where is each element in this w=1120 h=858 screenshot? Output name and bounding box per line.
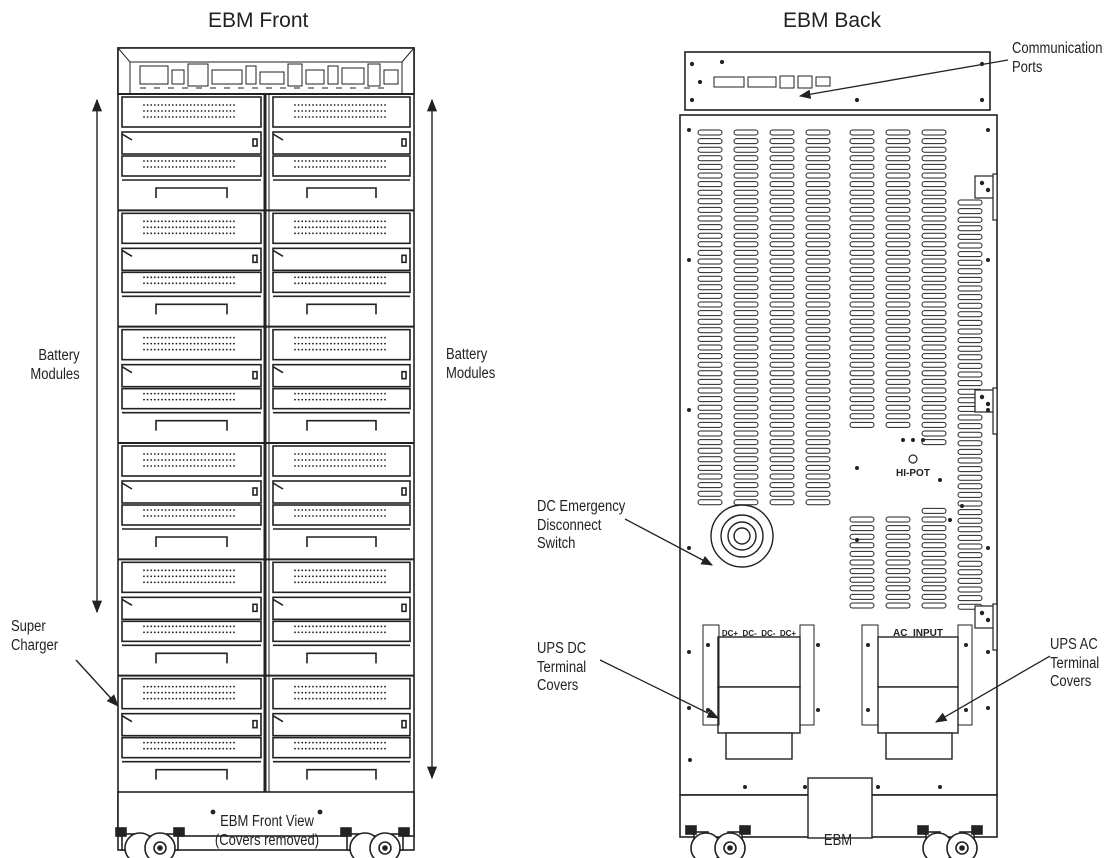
battery-module [272,677,411,780]
battery-module [121,677,262,780]
front-caption-line1: EBM Front View [220,813,314,830]
dc-emergency-switch [710,504,774,568]
battery-module-grid [118,93,414,780]
caster-wheel [685,825,751,858]
super-charger-arrow [75,659,119,707]
title-ebm-back: EBM Back [783,9,882,32]
front-controller-bay [117,47,415,95]
ups-ac-label: UPS AC Terminal Covers [1050,636,1099,692]
battery-modules-left-label: Battery Modules [31,347,80,384]
ups-ac-line1: UPS AC [1050,636,1098,653]
communication-ports-label: Communication Ports [1012,40,1102,77]
ups-dc-line1: UPS DC [537,640,587,657]
callout-arrows-back [599,59,1051,723]
controller-board [117,47,415,95]
hipot-indicator [908,454,918,464]
super-charger-label: Super Charger [11,618,58,655]
dc-emergency-label: DC Emergency Disconnect Switch [537,498,625,554]
front-caption-line2: (Covers removed) [214,831,320,849]
ebm-front-cabinet [115,47,415,858]
ups-dc-label: UPS DC Terminal Covers [537,640,586,696]
vent-slots [697,129,983,610]
communication-ports [689,59,985,103]
battery-module [272,561,411,664]
ups-dc-terminal-cover [702,624,815,760]
super-charger-line1: Super [11,618,46,635]
battery-module [272,328,411,431]
back-casters [685,825,983,858]
ups-dc-line3: Covers [537,677,579,695]
battery-module [121,96,262,198]
caster-wheel [917,825,983,858]
back-communication-panel [684,51,991,111]
battery-modules-right-line1: Battery [446,346,488,363]
battery-modules-left-line1: Battery [38,347,80,364]
ups-ac-terminal-cover [861,624,973,760]
title-ebm-front: EBM Front [208,9,309,32]
battery-module [121,328,262,431]
back-leveler-bracket [807,777,873,839]
hipot-label: HI-POT [896,468,930,479]
battery-module [272,445,411,547]
battery-module [121,561,262,664]
dc-emergency-line2: Disconnect [537,516,602,534]
battery-module [272,212,411,315]
hinges [974,173,998,651]
ebm-back-cabinet [679,51,998,858]
caster-wheel [340,827,410,858]
dc-emergency-line1: DC Emergency [537,498,626,515]
communication-ports-arrow [798,59,1009,99]
battery-module [121,445,262,547]
battery-modules-left-line2: Modules [30,365,80,383]
ups-ac-line2: Terminal [1050,654,1100,672]
ac-input-label: AC INPUT [893,628,943,639]
communication-ports-line2: Ports [1012,58,1043,76]
ups-ac-arrow [934,655,1051,723]
dc-terminal-label: DC+ DC- DC- DC+ [722,629,797,638]
front-base [117,791,415,837]
battery-modules-right-label: Battery Modules [446,346,495,383]
caster-wheel [115,827,185,858]
back-caption: EBM [823,832,853,849]
battery-module [272,96,411,198]
battery-module [121,212,262,315]
dc-emergency-line3: Switch [537,535,576,553]
ups-dc-arrow [599,659,720,719]
battery-modules-right-line2: Modules [446,364,496,382]
dc-emergency-arrow [624,518,714,566]
front-casters [115,827,410,858]
super-charger-line2: Charger [11,636,59,654]
communication-ports-line1: Communication [1012,40,1103,57]
ups-ac-line3: Covers [1050,673,1092,691]
ups-dc-line2: Terminal [537,658,587,676]
front-caption: EBM Front View (Covers removed) [183,813,351,850]
